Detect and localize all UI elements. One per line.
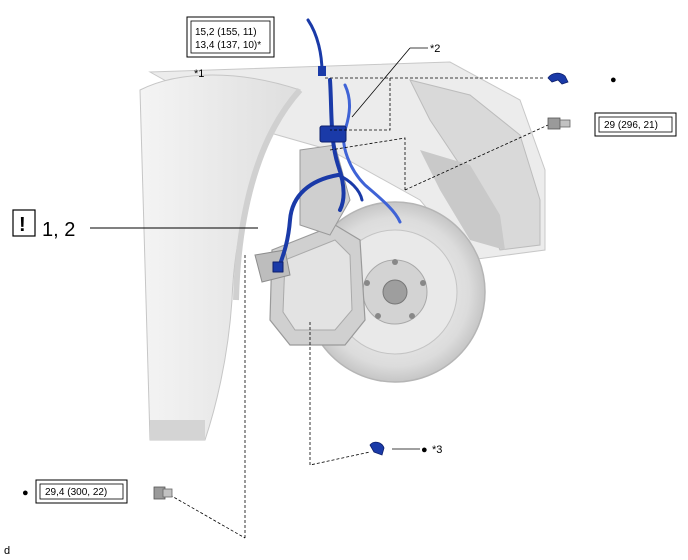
brake-hose (272, 18, 402, 273)
torque-box-right: 29 (296, 21) (594, 112, 677, 137)
bolt-icon (153, 486, 173, 500)
torque-box-top: 15,2 (155, 11) 13,4 (137, 10)* (186, 16, 275, 58)
warning-steps: 1, 2 (42, 219, 75, 241)
bolt-icon (547, 117, 571, 130)
torque-right: 29 (296, 21) (604, 120, 658, 131)
fender-body (139, 61, 546, 441)
bullet-bottom: ● (22, 487, 29, 499)
bullet-right-clip: ● (610, 74, 617, 86)
torque-bottom: 29,4 (300, 22) (45, 487, 107, 498)
torque-top-line2: 13,4 (137, 10)* (195, 40, 261, 51)
torque-top-line1: 15,2 (155, 11) (195, 27, 257, 38)
clip-icon (547, 72, 569, 85)
callout-star2: *2 (430, 43, 440, 55)
bullet-star3: ● (421, 444, 428, 456)
torque-box-bottom: 29,4 (300, 22) (35, 479, 128, 504)
warning-symbol: ! (19, 214, 26, 236)
callout-star3: *3 (432, 444, 442, 456)
leader-lines (90, 47, 549, 539)
clip-icon (369, 441, 385, 456)
callout-star1: *1 (194, 68, 204, 80)
brake-caliper (254, 144, 366, 346)
corner-mark: d (4, 545, 10, 557)
warning-icon: ! (12, 209, 36, 237)
